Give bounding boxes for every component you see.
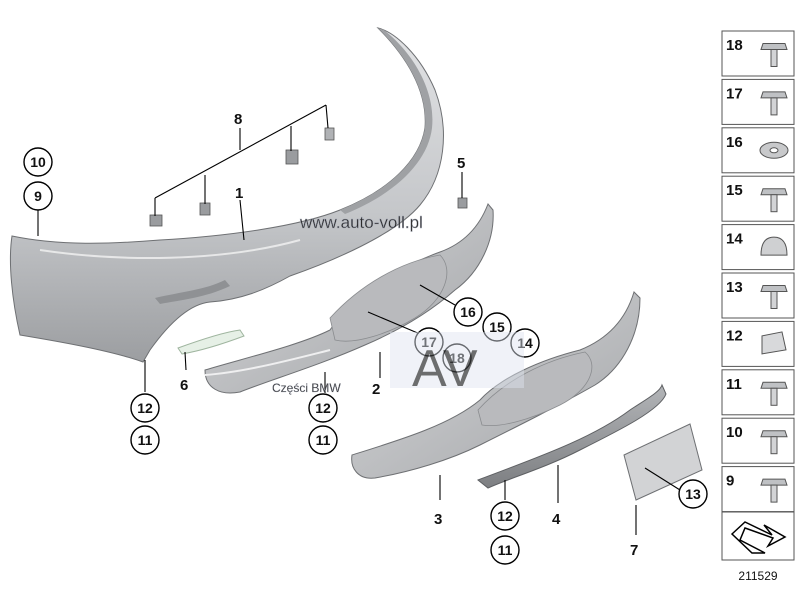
legend-tile-10: 10 (721, 417, 795, 464)
bumper-cover-part-1 (9, 27, 444, 363)
svg-text:15: 15 (489, 319, 505, 335)
svg-text:11: 11 (138, 432, 153, 448)
part-label-8: 8 (234, 111, 242, 128)
part-labels: 8 1 5 6 2 3 4 7 (180, 111, 638, 559)
direction-arrow-tile (721, 511, 795, 561)
fastener-legend: 18 17 16 15 14 13 12 11 10 9 (721, 30, 795, 513)
clip-part-5 (457, 197, 468, 209)
trim-strip-part-4 (477, 383, 667, 489)
svg-text:18: 18 (449, 350, 465, 366)
callout-15: 15 (482, 312, 512, 342)
circled-callouts: 10 9 12 11 12 11 16 15 14 17 18 12 11 13 (23, 147, 708, 565)
legend-number: 13 (726, 279, 743, 296)
callout-9: 9 (23, 181, 53, 211)
callout-12: 12 (130, 393, 160, 423)
legend-number: 17 (726, 85, 743, 102)
expanding-rivet-icon (760, 381, 788, 406)
legend-number: 18 (726, 37, 743, 54)
callout-10: 10 (23, 147, 53, 177)
logo-box (390, 332, 524, 388)
spring-nut-icon (761, 331, 787, 355)
legend-tile-18: 18 (721, 30, 795, 77)
part-label-2: 2 (372, 381, 380, 398)
legend-tile-9: 9 (721, 466, 795, 513)
diffuser-part-3 (351, 291, 641, 479)
leader-lines (37, 104, 681, 535)
site-watermark: www.auto-voll.pl (299, 213, 423, 232)
callout-17: 17 (414, 327, 444, 357)
svg-text:9: 9 (34, 188, 42, 204)
legend-tile-16: 16 (721, 127, 795, 174)
clips-part-8 (149, 127, 335, 227)
hex-flange-bolt-icon (760, 43, 788, 67)
expansion-nut-icon (760, 91, 788, 116)
part-label-5: 5 (457, 155, 465, 172)
callout-12: 12 (490, 501, 520, 531)
legend-number: 14 (726, 231, 743, 248)
legend-number: 16 (726, 134, 743, 151)
legend-tile-17: 17 (721, 78, 795, 125)
svg-text:11: 11 (498, 542, 513, 558)
svg-text:14: 14 (517, 335, 533, 351)
legend-tile-11: 11 (721, 369, 795, 416)
legend-number: 12 (726, 327, 743, 344)
diffuser-part-2 (204, 203, 494, 394)
arrow-icon (730, 521, 787, 554)
hex-plug-icon (760, 478, 788, 503)
diagram-id: 211529 (738, 569, 777, 583)
tapping-screw-icon (760, 285, 788, 309)
svg-text:12: 12 (315, 400, 331, 416)
plate-holder-part-7 (623, 423, 703, 501)
parts-watermark: Części BMW (272, 381, 341, 395)
svg-text:12: 12 (137, 400, 153, 416)
svg-text:17: 17 (421, 334, 437, 350)
svg-text:16: 16 (460, 304, 476, 320)
callout-16: 16 (453, 297, 483, 327)
legend-tile-12: 12 (721, 320, 795, 367)
legend-tile-14: 14 (721, 224, 795, 271)
callout-14: 14 (510, 328, 540, 358)
legend-number: 9 (726, 473, 734, 490)
callout-12: 12 (308, 393, 338, 423)
part-label-4: 4 (552, 511, 561, 528)
callout-11: 11 (130, 425, 160, 455)
reflector-part-6 (177, 329, 245, 355)
clip-nut-icon (760, 430, 788, 455)
logo-watermark: AV (412, 340, 478, 398)
part-label-7: 7 (630, 542, 638, 559)
callout-13: 13 (678, 479, 708, 509)
callout-18: 18 (442, 343, 472, 373)
part-label-3: 3 (434, 511, 442, 528)
cap-icon (760, 236, 788, 256)
callout-11: 11 (490, 535, 520, 565)
legend-number: 10 (726, 424, 743, 441)
svg-text:11: 11 (316, 432, 331, 448)
washer-icon (759, 141, 789, 159)
svg-text:13: 13 (685, 486, 701, 502)
watermarks: www.auto-voll.pl AV Części BMW (272, 213, 524, 398)
part-label-6: 6 (180, 377, 188, 394)
legend-tile-15: 15 (721, 175, 795, 222)
part-label-1: 1 (235, 185, 243, 202)
legend-tile-13: 13 (721, 272, 795, 319)
svg-text:10: 10 (30, 154, 46, 170)
legend-number: 11 (726, 376, 742, 393)
svg-text:12: 12 (497, 508, 513, 524)
callout-11: 11 (308, 425, 338, 455)
legend-number: 15 (726, 182, 743, 199)
torx-screw-icon (760, 188, 788, 213)
